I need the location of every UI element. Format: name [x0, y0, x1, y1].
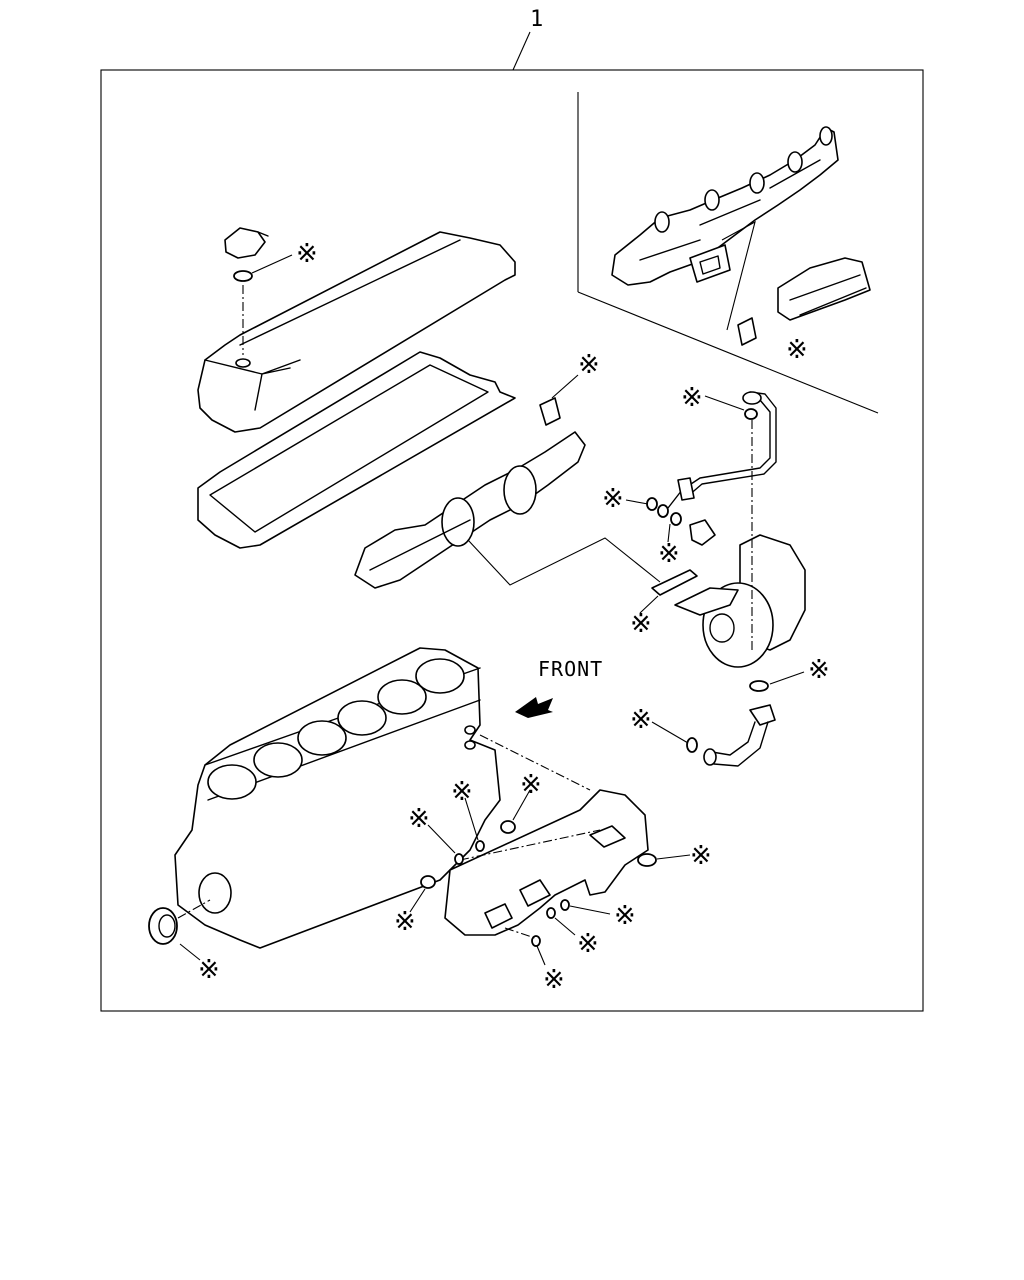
- cylinder-block: [174, 647, 501, 949]
- replacement-marker: ※: [630, 609, 652, 639]
- replacement-marker: ※: [808, 655, 830, 685]
- leader-line: [569, 905, 611, 915]
- front-arrow-icon: [515, 697, 553, 718]
- intake-manifold: [354, 431, 586, 589]
- washer: [646, 497, 658, 511]
- replacement-marker: ※: [520, 770, 542, 800]
- leader-line: [651, 721, 689, 744]
- leader-line: [625, 499, 649, 505]
- leader-line: [251, 254, 293, 274]
- centerline: [504, 927, 536, 939]
- o-ring: [637, 853, 657, 867]
- washer: [657, 504, 669, 518]
- o-ring: [560, 899, 570, 911]
- replacement-marker: ※: [198, 955, 220, 985]
- oil-return-pipe: [703, 704, 776, 767]
- o-ring: [454, 853, 464, 865]
- inset-divider: [577, 92, 879, 414]
- leader-line: [551, 374, 579, 399]
- cylinder-head-cover: [197, 231, 516, 433]
- washer: [670, 512, 682, 526]
- o-ring: [420, 875, 436, 889]
- replacement-marker: ※: [296, 239, 318, 269]
- leader-line: [554, 917, 576, 936]
- oil-feed-o-ring: [744, 408, 758, 420]
- leader-line: [179, 943, 201, 961]
- leader-line: [769, 671, 805, 685]
- leader-line: [656, 854, 691, 860]
- oil-filler-cap: [224, 227, 269, 259]
- centerline: [479, 734, 591, 791]
- leader-line: [464, 797, 479, 841]
- leader-line: [536, 945, 546, 966]
- oil-return-o-ring: [749, 680, 769, 692]
- replacement-marker: ※: [451, 777, 473, 807]
- leader-line: [409, 888, 426, 913]
- diagram-frame: [100, 69, 924, 1012]
- centerline: [177, 899, 211, 919]
- replacement-marker: ※: [578, 350, 600, 380]
- replacement-marker: ※: [602, 484, 624, 514]
- front-direction-label: FRONT: [538, 657, 603, 681]
- o-ring: [500, 820, 516, 834]
- leader-line: [721, 220, 756, 331]
- head-cover-gasket: [197, 351, 516, 549]
- replacement-marker: ※: [690, 841, 712, 871]
- exhaust-outlet-gasket: [737, 317, 757, 346]
- crankshaft-front-oil-seal: [148, 907, 178, 945]
- callout-number-1: 1: [530, 7, 543, 32]
- o-ring: [531, 935, 541, 947]
- oil-return-o-ring: [686, 737, 698, 753]
- replacement-marker: ※: [630, 705, 652, 735]
- oil-feed-pipe: [667, 391, 777, 509]
- replacement-marker: ※: [543, 965, 565, 995]
- leader-line: [639, 595, 659, 614]
- callout-leader: [512, 31, 531, 71]
- o-ring: [475, 840, 485, 852]
- exhaust-manifold: [611, 126, 839, 286]
- turbocharger: [674, 534, 806, 668]
- eye-bolt: [689, 519, 716, 546]
- turbo-inlet-gasket: [651, 569, 698, 596]
- leader-line: [427, 824, 456, 854]
- o-ring: [546, 907, 556, 919]
- replacement-marker: ※: [394, 907, 416, 937]
- intake-manifold-gasket: [539, 397, 561, 426]
- replacement-marker: ※: [577, 929, 599, 959]
- oil-filler-o-ring: [233, 270, 253, 282]
- exhaust-manifold-gasket: [689, 244, 731, 283]
- replacement-marker: ※: [786, 335, 808, 365]
- replacement-marker: ※: [681, 383, 703, 413]
- replacement-marker: ※: [658, 539, 680, 569]
- leader-line: [467, 537, 661, 586]
- oil-cooler-cover: [444, 789, 649, 936]
- centerline: [459, 829, 601, 861]
- leader-line: [704, 395, 745, 411]
- replacement-marker: ※: [614, 901, 636, 931]
- exhaust-outlet-pipe: [777, 257, 871, 321]
- replacement-marker: ※: [408, 804, 430, 834]
- leader-line: [512, 789, 531, 821]
- leader-line: [667, 523, 671, 543]
